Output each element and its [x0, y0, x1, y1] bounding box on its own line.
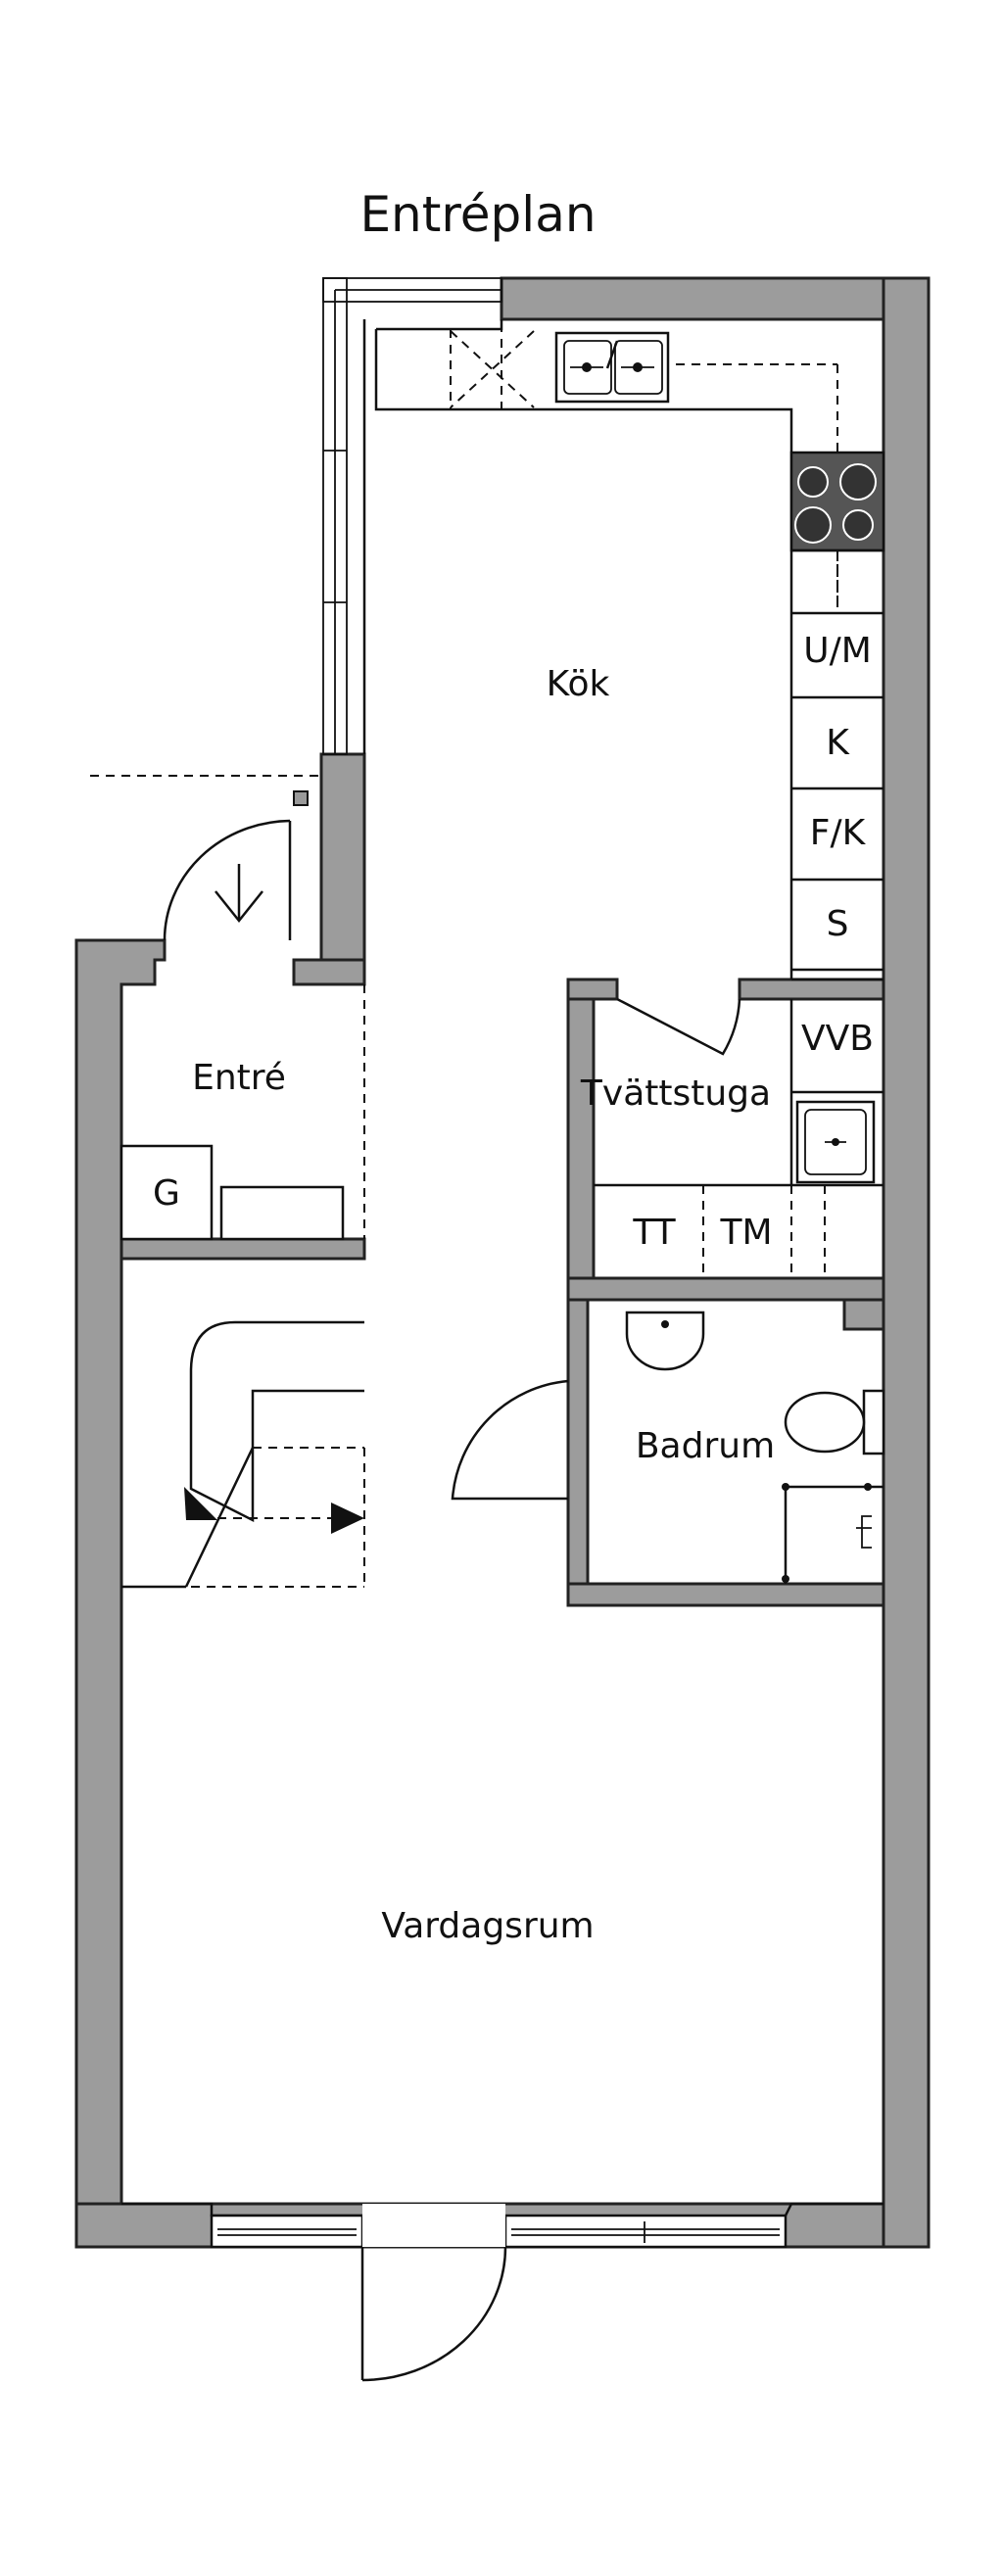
- fixture-vvb: VVB: [801, 1019, 874, 1059]
- wall-right: [882, 276, 931, 2249]
- fixture-fk: F/K: [810, 813, 867, 853]
- room-badrum: Badrum: [636, 1426, 775, 1466]
- appliance-column: [791, 549, 884, 972]
- wall-laundry-top-right: [738, 978, 885, 1001]
- bathroom-fixtures: [451, 1311, 885, 1584]
- wall-laundry-bottom: [566, 1276, 885, 1302]
- wall-laundry-top-left: [566, 978, 619, 1001]
- plan-title: Entréplan: [359, 186, 596, 243]
- wall-entry-right: [292, 958, 366, 986]
- fixture-tt: TT: [632, 1213, 676, 1253]
- laundry-fixtures: [594, 997, 884, 1278]
- entry-door: [90, 775, 321, 941]
- stove: [789, 451, 885, 552]
- kitchen-counter: [374, 319, 884, 981]
- room-tvattstuga: Tvättstuga: [580, 1073, 771, 1114]
- stairs: [121, 1320, 365, 1589]
- wall-bath-bottom: [566, 1582, 885, 1607]
- kitchen-sink: [554, 331, 670, 404]
- wall-bath-left: [566, 1298, 590, 1605]
- entry-room: [119, 984, 365, 1241]
- walls: [74, 276, 931, 2249]
- wall-laundry-left: [566, 978, 596, 1280]
- room-kok: Kök: [547, 664, 610, 704]
- fixture-k: K: [826, 723, 850, 763]
- wall-bath-corner: [842, 1298, 885, 1331]
- fixture-um: U/M: [803, 631, 872, 671]
- bottom-openings: [121, 2202, 884, 2382]
- fixture-s: S: [827, 904, 849, 944]
- kitchen-window: [322, 277, 502, 755]
- room-vardagsrum: Vardagsrum: [381, 1906, 594, 1946]
- fixture-g: G: [153, 1173, 180, 1214]
- fixture-tm: TM: [719, 1213, 772, 1253]
- wall-kitchen-left: [319, 752, 366, 962]
- wall-left: [74, 938, 167, 2206]
- wall-entry-stair: [119, 1237, 366, 1261]
- wall-top: [500, 276, 931, 321]
- room-entre: Entré: [192, 1058, 286, 1098]
